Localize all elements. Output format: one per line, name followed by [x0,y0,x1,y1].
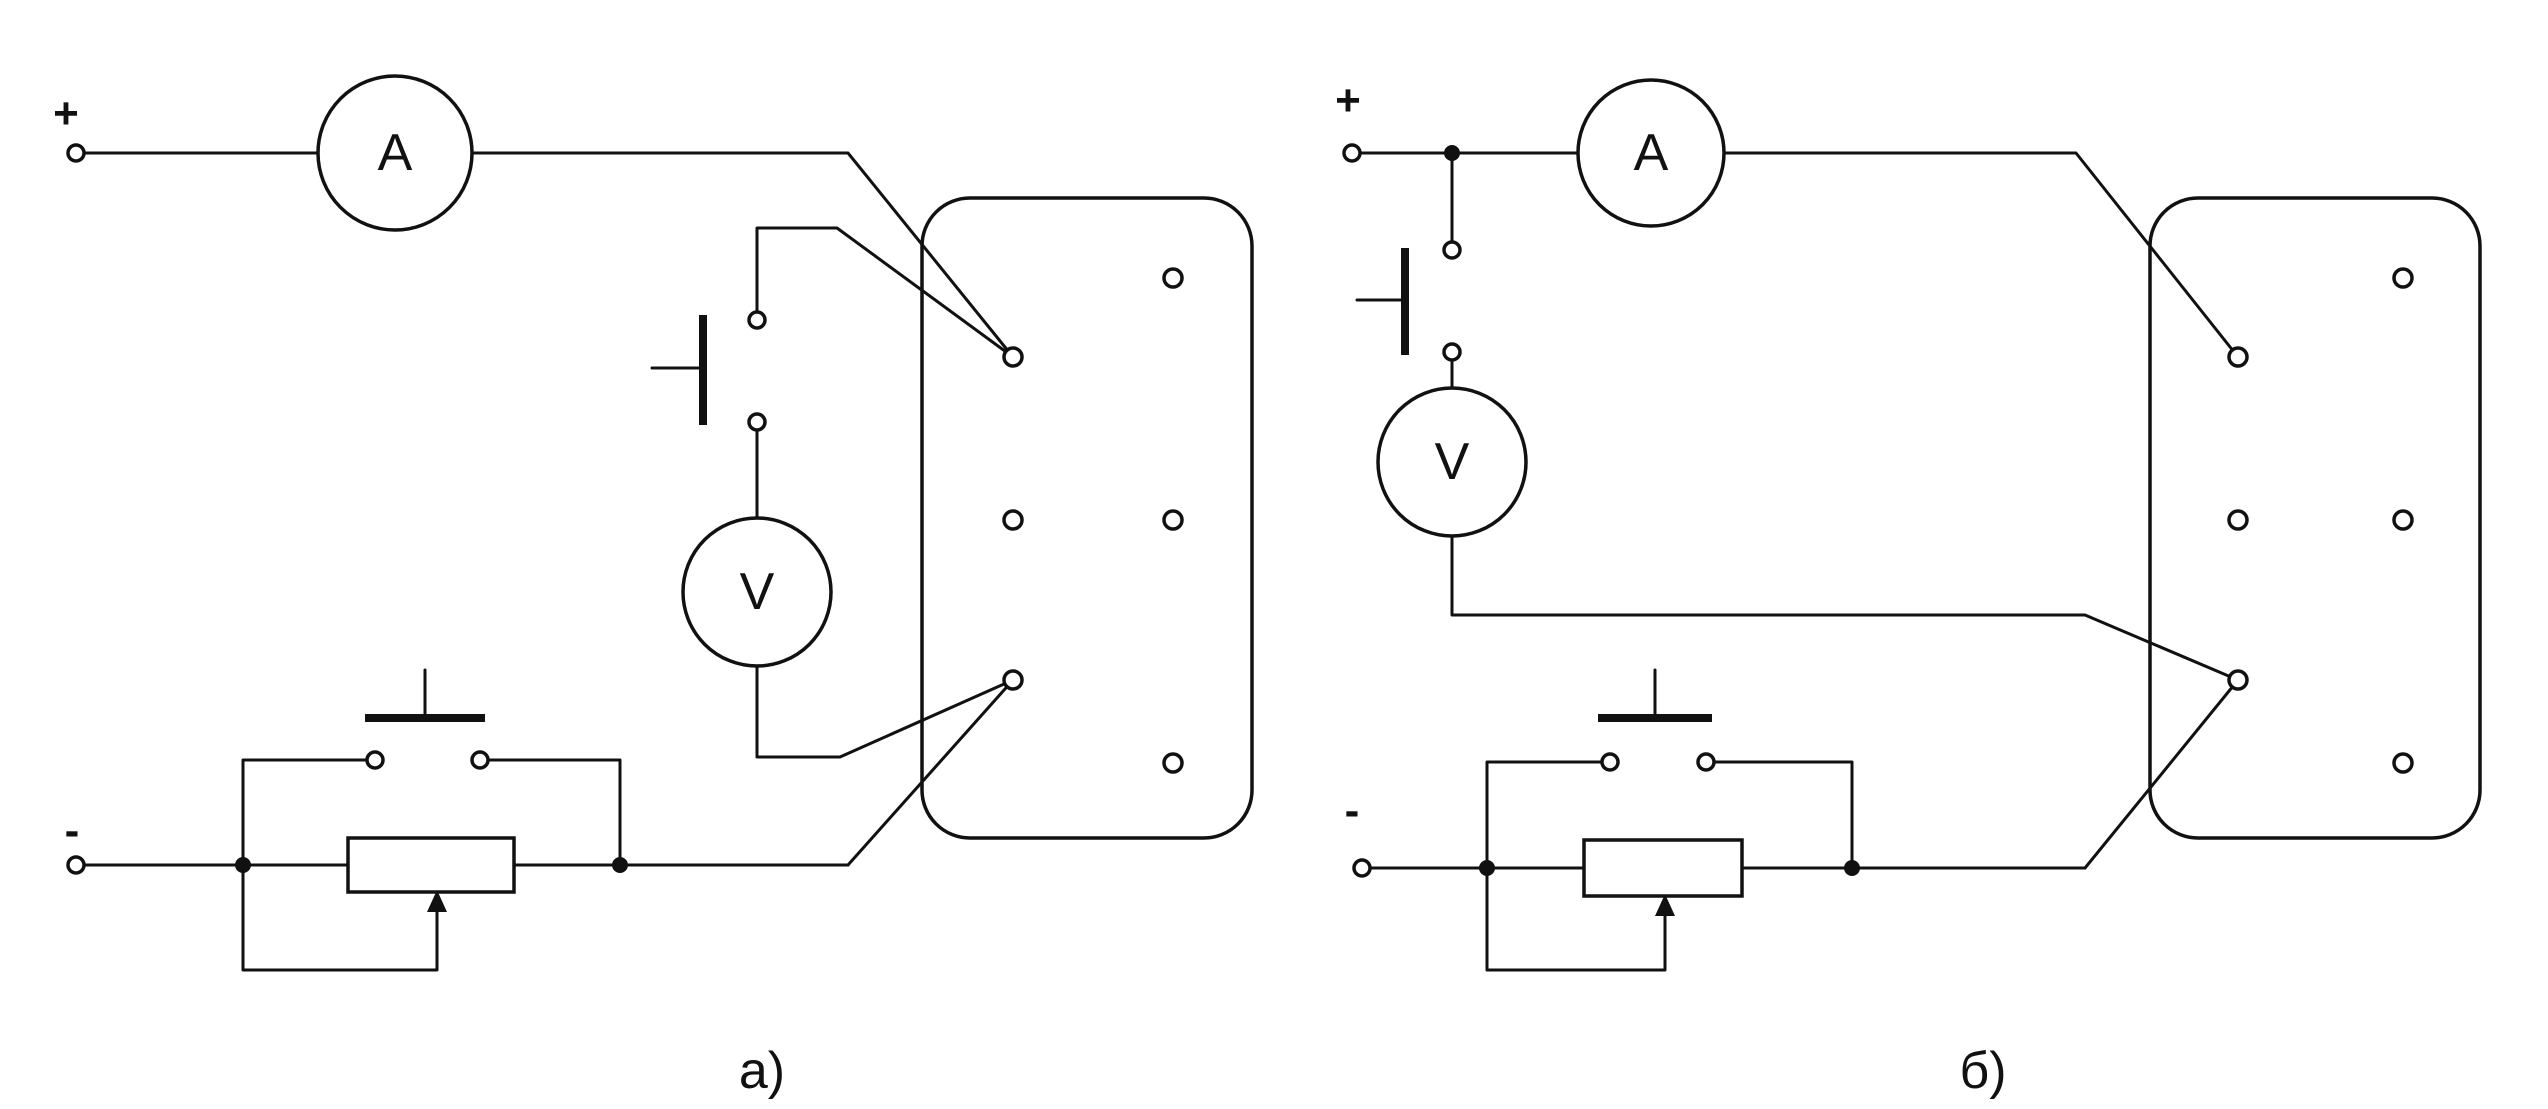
junction-node-a-right [612,857,628,873]
junction-node-a-left [235,857,251,873]
caption-b: б) [1959,1042,2006,1100]
voltmeter-b: V [1376,386,1528,538]
circuit-diagram-b: A V + - б) [1335,76,2482,1100]
sample-contact-b-2 [2392,267,2414,289]
rheostat-wiper-arrow-b [1655,894,1675,916]
ammeter-a: A [316,74,474,232]
circuit-diagram-a: A V + - а) [53,74,1254,1100]
bypass-switch-a [365,668,485,722]
voltmeter-label-a: V [740,563,775,621]
sample-contact-a-2 [1162,267,1184,289]
junction-node-b-right [1844,860,1860,876]
sample-contact-b-6 [2392,752,2414,774]
terminals-b [1342,143,2414,878]
minus-terminal-b [1352,858,1372,878]
rheostat-wiper-arrow-a [427,890,447,912]
plus-label-b: + [1335,76,1361,125]
plus-label-a: + [53,89,79,138]
junction-node-b-top [1444,145,1460,161]
plus-terminal-a [66,143,86,163]
sample-contact-a-5 [1002,669,1024,691]
rheostat-a [346,836,516,894]
sample-contact-a-1 [1002,346,1024,368]
bypass-switch-b [1598,668,1712,722]
voltmeter-switch-b [1355,248,1409,355]
sample-contact-a-6 [1162,752,1184,774]
sample-contact-b-3 [2227,509,2249,531]
minus-label-a: - [65,806,80,855]
rheostat-b [1582,838,1744,898]
wires-a [74,151,1015,972]
ammeter-label-b: A [1634,124,1669,182]
sample-contact-b-4 [2392,509,2414,531]
sample-panel-a [920,196,1254,840]
junction-node-b-left [1479,860,1495,876]
voltmeter-label-b: V [1435,433,1470,491]
ammeter-b: A [1576,78,1726,228]
caption-a: а) [739,1042,785,1100]
sample-contact-a-4 [1162,509,1184,531]
voltmeter-a: V [681,516,833,668]
sample-panel-b [2148,196,2482,840]
terminals-a [66,143,1184,875]
ammeter-label-a: A [378,124,413,182]
sample-contact-b-5 [2227,669,2249,691]
sample-contact-a-3 [1002,509,1024,531]
voltmeter-switch-a [650,315,707,425]
minus-label-b: - [1345,786,1360,835]
sample-contact-b-1 [2227,346,2249,368]
wires-b [1350,151,2240,972]
plus-terminal-b [1342,143,1362,163]
minus-terminal-a [66,855,86,875]
